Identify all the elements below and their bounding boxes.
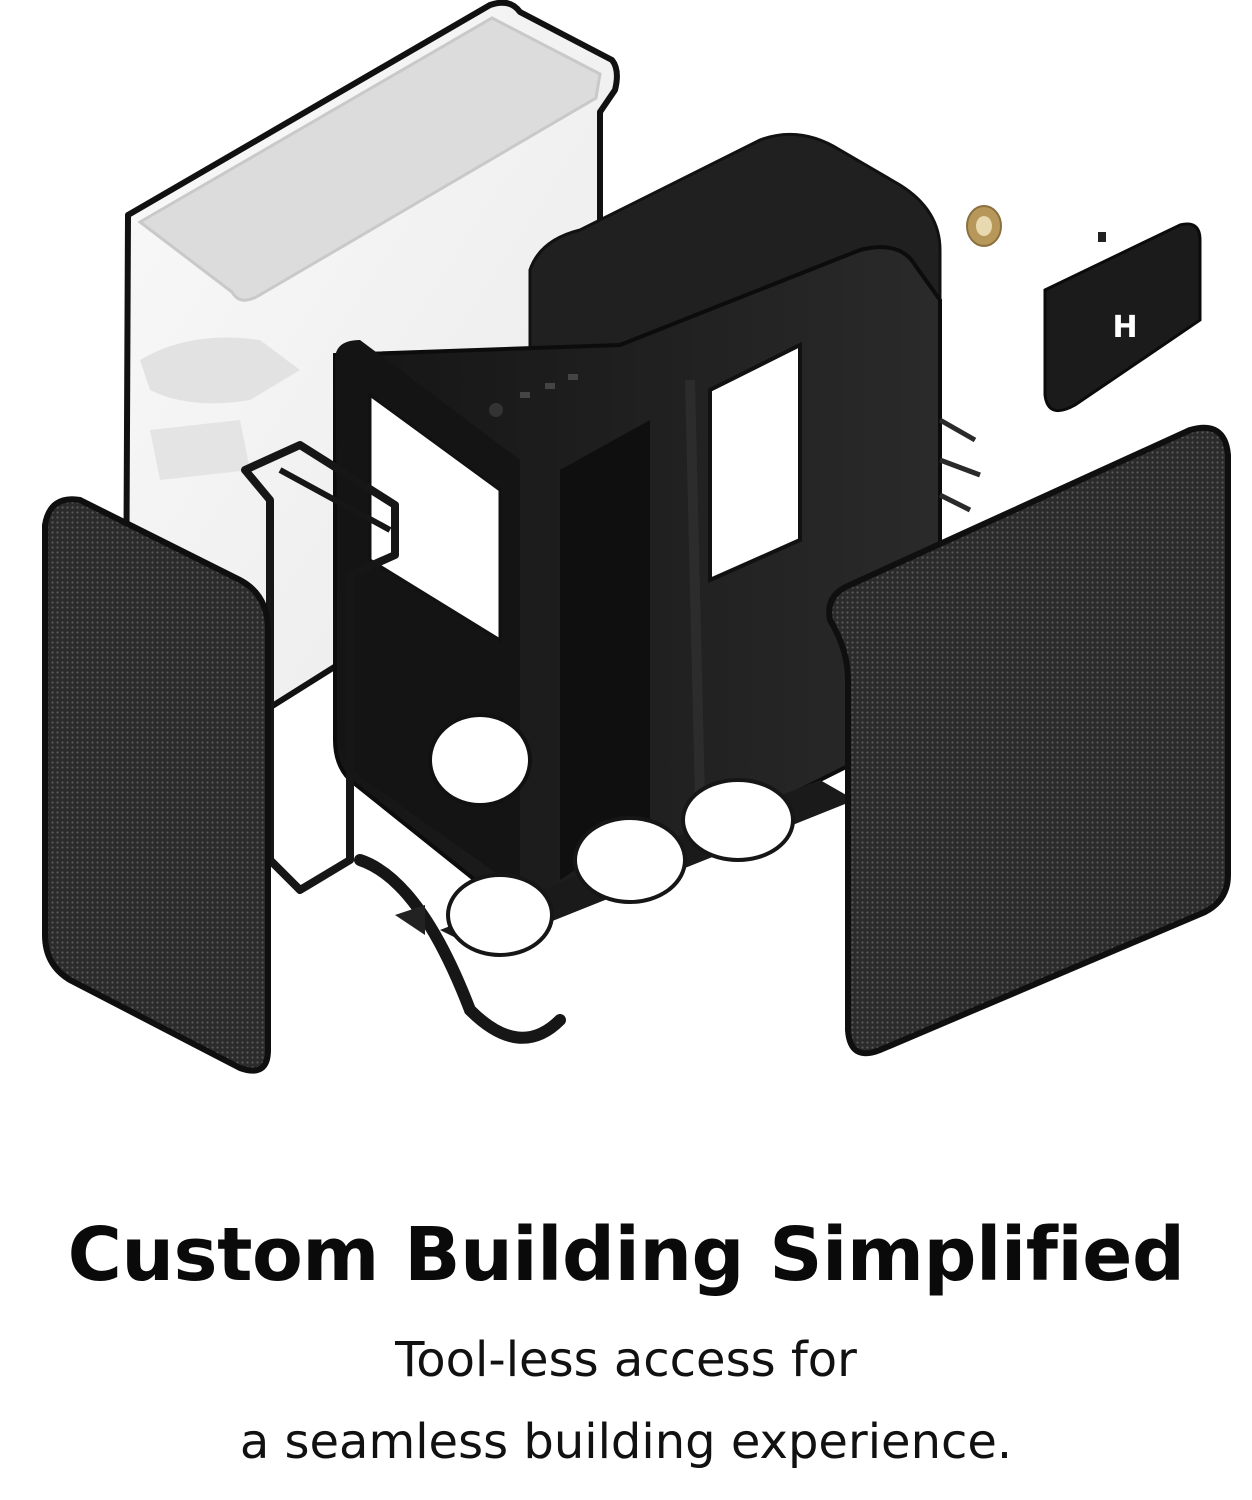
cable-bundle: [938, 417, 981, 513]
headline: Custom Building Simplified: [67, 1212, 1185, 1298]
logo-letter: H: [1112, 310, 1137, 345]
io-module: H: [1043, 222, 1202, 413]
bottom-fan-tray: [440, 778, 855, 957]
exploded-case-illustration: H: [42, 0, 1231, 1074]
subtext-line-2: a seamless building experience.: [239, 1414, 1013, 1470]
side-mesh-panel: [826, 424, 1231, 1057]
front-mesh-panel: [42, 496, 271, 1074]
subtext-line-1: Tool-less access for: [395, 1332, 857, 1388]
gold-badge-icon: [966, 205, 1002, 247]
